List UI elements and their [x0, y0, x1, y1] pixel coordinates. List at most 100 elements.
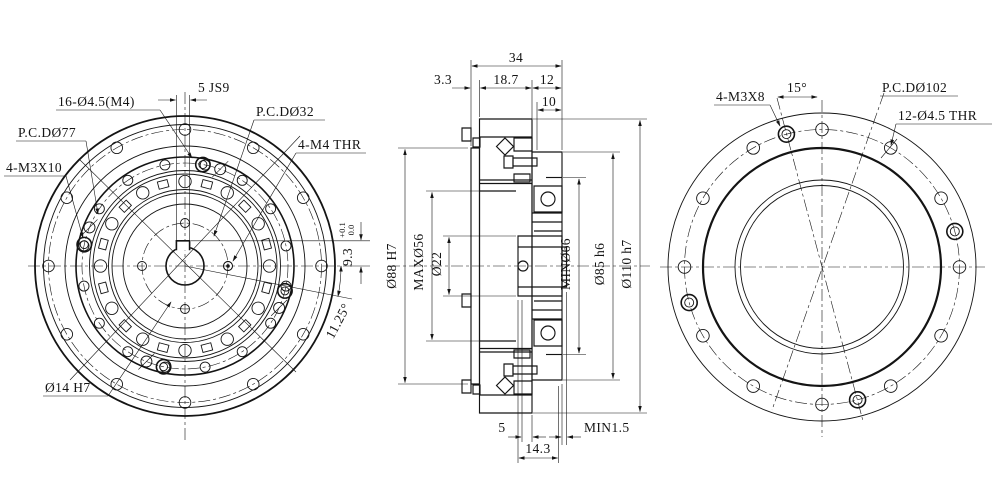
tapped-hole-slash	[82, 219, 98, 235]
bolt-hole	[747, 142, 760, 155]
tapped-hole-slash	[271, 300, 287, 316]
bolt-hole	[697, 192, 710, 205]
bolt-hole	[297, 192, 309, 204]
mounting-hole	[123, 347, 133, 357]
tapped-hole	[215, 164, 226, 175]
bearing-roller	[262, 238, 272, 250]
tapped-hole-slash	[138, 353, 154, 369]
dim-hub-width: 5	[498, 420, 505, 435]
rear-view	[660, 93, 985, 437]
bearing-roller-ball	[252, 218, 264, 230]
dim-clearance: MIN1.5	[584, 420, 630, 435]
label-pcd32: P.C.DØ32	[256, 104, 314, 119]
front-outer-holes	[43, 124, 328, 409]
label-m3x8-screws: 4-M3X8	[716, 89, 765, 104]
label-bore: Ø14 H7	[45, 380, 91, 395]
bearing-roller	[201, 343, 213, 353]
mounting-hole	[94, 204, 104, 214]
label-hole-pattern-16: 16-Ø4.5(M4)	[58, 94, 135, 109]
dim-dia-flange: Ø88 H7	[384, 243, 399, 289]
bolt-hole	[179, 397, 191, 409]
mounting-hole	[94, 318, 104, 328]
front-step-circle	[65, 146, 305, 386]
dim-keyway-width: 5 JS9	[198, 80, 230, 95]
front-pin-hole	[224, 262, 233, 271]
screw-head-inner	[853, 395, 862, 404]
front-angle-reference-line	[185, 266, 352, 299]
bearing-roller	[262, 282, 272, 294]
bearing-roller-ball	[179, 175, 191, 187]
screw-head-inner	[160, 363, 168, 371]
bearing-roller-ball	[137, 333, 149, 345]
screw-head	[947, 223, 963, 239]
dim-dia-output-bore: MINØ66	[558, 238, 573, 290]
rear-bolt-holes	[678, 123, 966, 411]
clamp-tab	[462, 380, 471, 393]
rear-outer-flange-circle	[668, 113, 976, 421]
bearing-roller-ball	[221, 333, 233, 345]
mounting-hole	[266, 204, 276, 214]
tapped-hole	[274, 302, 285, 313]
dim-overall-width: 34	[509, 50, 523, 65]
dim-dia-housing: Ø110 h7	[619, 239, 634, 288]
bolt-hole	[747, 380, 760, 393]
bolt-hole	[179, 124, 191, 136]
front-keyway-mask	[175, 240, 191, 251]
bearing-roller-ball	[263, 260, 275, 272]
front-m3-screws	[77, 157, 292, 374]
flange-hole	[181, 305, 190, 314]
front-bearing-rollers	[94, 175, 275, 356]
screw-head-inner	[281, 287, 289, 295]
dim-keyway-depth: 9.3	[340, 248, 355, 266]
label-pcd102: P.C.DØ102	[882, 80, 947, 95]
bearing-roller	[239, 320, 251, 332]
rear-bolt-circle	[685, 130, 960, 405]
section-internal-detail-mirror	[472, 300, 563, 396]
bearing-roller	[119, 320, 131, 332]
front-rim-circle	[44, 125, 327, 408]
front-output-flange-circle	[123, 204, 247, 328]
bolt-hole	[697, 329, 710, 342]
front-tapped-holes	[82, 161, 288, 369]
mounting-hole	[237, 347, 247, 357]
bearing-roller	[119, 200, 131, 212]
mounting-hole	[160, 160, 170, 170]
label-holes-12: 12-Ø4.5 THR	[898, 108, 977, 123]
leader-line	[66, 176, 83, 239]
bolt-hole	[43, 260, 55, 272]
dim-keyway-depth-tol-lower: 0.0	[346, 225, 356, 236]
bolt-hole	[935, 192, 948, 205]
dim-flange-thickness: 3.3	[434, 72, 452, 87]
section-view-dimensions: 34 3.3 18.7 12 10 5 14.3 MIN1.5 Ø88 H7	[384, 50, 647, 463]
screw-head	[681, 295, 697, 311]
leader-line	[770, 105, 781, 127]
label-m4-tapped: 4-M4 THR	[298, 137, 361, 152]
bolt-hole	[61, 192, 73, 204]
screw-head	[77, 237, 91, 251]
section-internal-detail	[473, 137, 562, 231]
dim-dia-hub-bore: Ø22	[429, 252, 444, 276]
dim-body-width: 18.7	[493, 72, 518, 87]
bolt-hole	[297, 328, 309, 340]
mounting-hole	[200, 362, 210, 372]
dim-screw-angle: 15°	[787, 80, 807, 95]
bolt-hole	[953, 261, 966, 274]
bolt-hole	[678, 261, 691, 274]
bearing-race-section	[534, 186, 562, 212]
bearing-roller	[99, 282, 109, 294]
tapped-hole-slash	[881, 139, 897, 158]
dim-hole-angle: 11.25°	[323, 301, 354, 341]
bearing-roller-ball	[106, 302, 118, 314]
leader-line	[232, 153, 296, 262]
mounting-hole	[237, 175, 247, 185]
front-view-dimensions: 5 JS9 16-Ø4.5(M4) P.C.DØ32 P.C.DØ77 4-M3…	[4, 80, 370, 396]
bearing-roller-ball	[252, 302, 264, 314]
front-housing-bore-circle	[76, 157, 294, 375]
bearing-roller-ball	[221, 187, 233, 199]
screw-head-inner	[199, 161, 207, 169]
bolt-hole	[816, 123, 829, 136]
screw-head	[778, 126, 794, 142]
bolt-hole	[111, 142, 123, 154]
